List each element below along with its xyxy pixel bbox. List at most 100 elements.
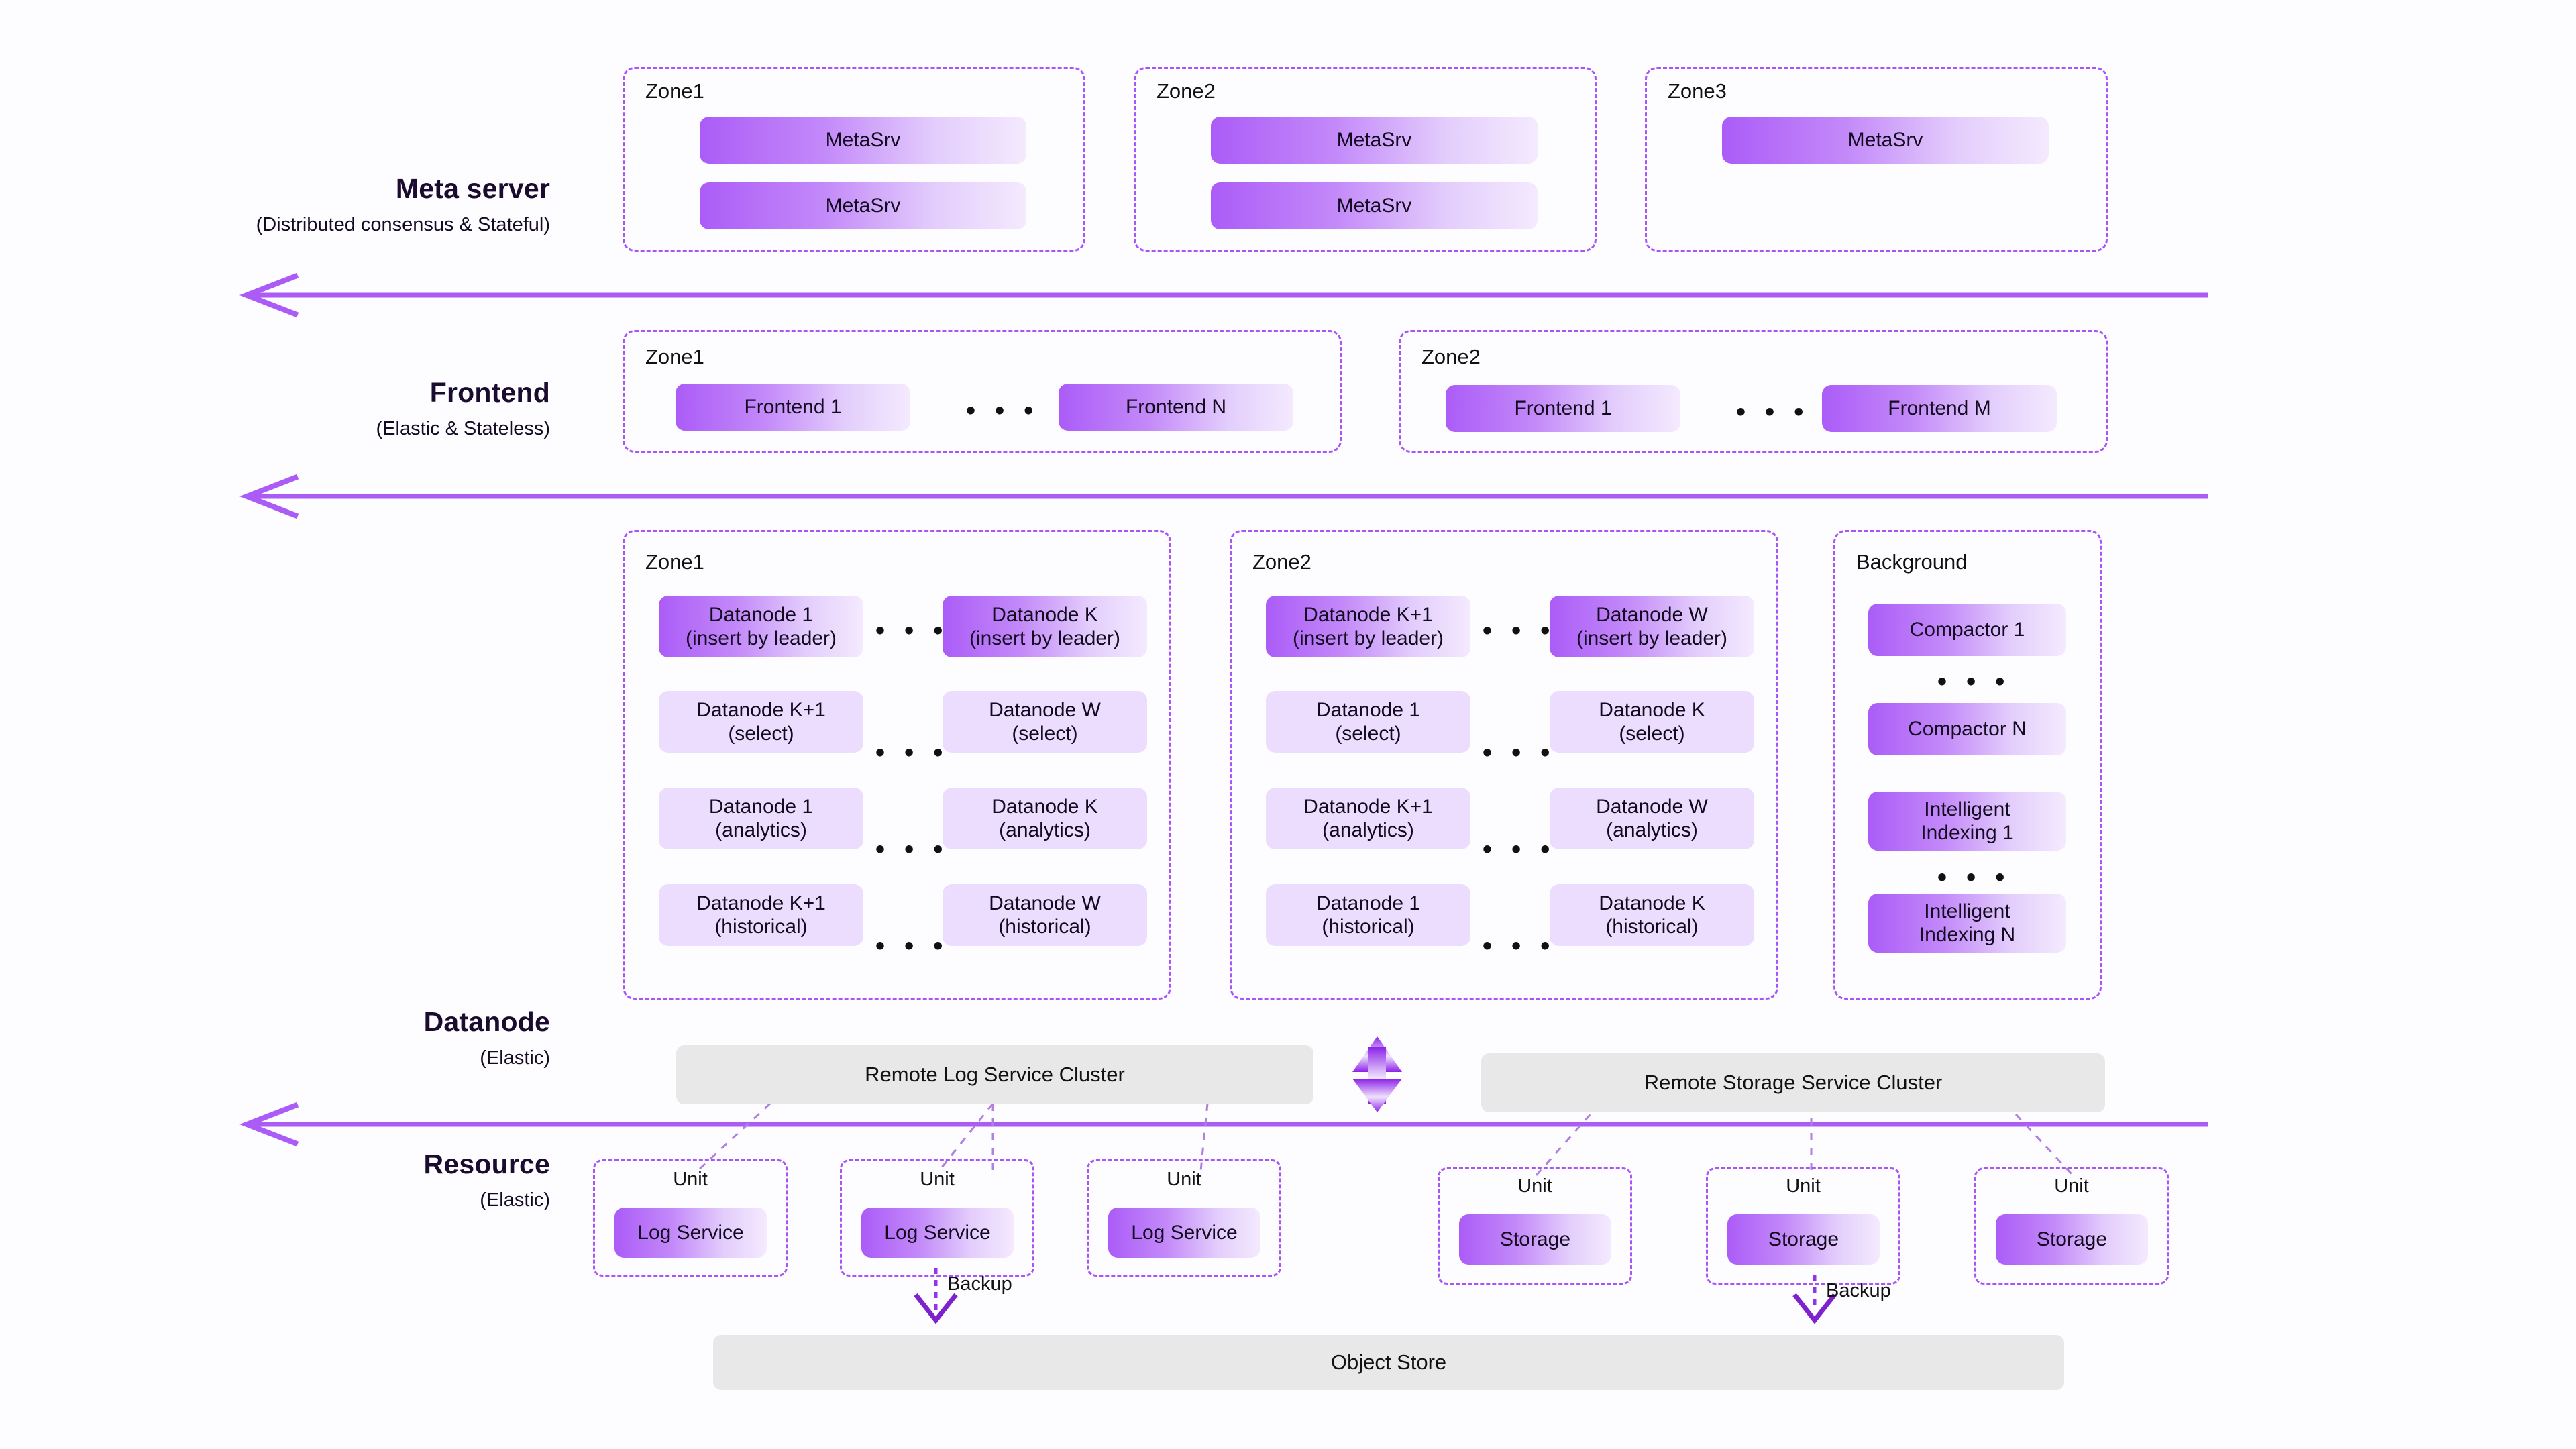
datanode-zone-2-title: Zone2 — [1252, 550, 1311, 574]
datanode-chip[interactable]: Datanode K+1 (select) — [659, 691, 863, 753]
meta-zone-1-title: Zone1 — [645, 79, 704, 103]
metasrv-node[interactable]: MetaSrv — [1211, 117, 1538, 164]
frontend-node-first[interactable]: Frontend 1 — [1446, 385, 1680, 432]
datanode-chip[interactable]: Datanode 1 (historical) — [1266, 884, 1470, 946]
storage-unit-3-title: Unit — [2054, 1175, 2089, 1197]
datanode-line1: Datanode K+1 — [696, 892, 826, 914]
datanode-line1: Datanode 1 — [708, 603, 814, 626]
metasrv-node[interactable]: MetaSrv — [1211, 182, 1538, 229]
datanode-line1: Datanode W — [1596, 603, 1708, 626]
intelligent-indexing-chip[interactable]: Intelligent Indexing N — [1868, 894, 2066, 953]
tier-title: Frontend — [429, 377, 550, 408]
datanode-chip[interactable]: Datanode K+1 (historical) — [659, 884, 863, 946]
log-unit-1 — [593, 1159, 788, 1277]
datanode-line2: (select) — [1012, 722, 1078, 745]
log-unit-3-title: Unit — [1167, 1169, 1201, 1190]
datanode-line2: (historical) — [1322, 916, 1415, 938]
datanode-chip[interactable]: Datanode W (historical) — [943, 884, 1147, 946]
meta-zone-3-title: Zone3 — [1668, 79, 1727, 103]
datanode-chip[interactable]: Datanode K+1 (insert by leader) — [1266, 596, 1470, 657]
tier-title: Resource — [423, 1148, 550, 1179]
background-ellipsis: • • • — [1937, 667, 2011, 696]
datanode-chip[interactable]: Datanode K (insert by leader) — [943, 596, 1147, 657]
backup-label-log: Backup — [947, 1273, 1012, 1295]
datanode-line1: Datanode K+1 — [1303, 603, 1433, 626]
datanode-line2: (insert by leader) — [1292, 627, 1444, 649]
meta-zone-2-title: Zone2 — [1157, 79, 1216, 103]
datanode-chip[interactable]: Datanode W (insert by leader) — [1550, 596, 1754, 657]
datanode-line1: Datanode K+1 — [1303, 795, 1433, 818]
datanode-line1: Datanode K — [1599, 892, 1705, 914]
datanode-chip[interactable]: Datanode K (analytics) — [943, 788, 1147, 849]
datanode-line2: (historical) — [714, 916, 808, 938]
datanode-line1: Datanode K — [991, 603, 1098, 626]
remote-log-service-cluster[interactable]: Remote Log Service Cluster — [676, 1045, 1313, 1104]
meta-zone-3 — [1645, 67, 2108, 252]
datanode-chip[interactable]: Datanode 1 (select) — [1266, 691, 1470, 753]
storage-chip[interactable]: Storage — [1727, 1214, 1880, 1265]
datanode-line2: (historical) — [998, 916, 1091, 938]
datanode-line1: Datanode 1 — [708, 795, 814, 818]
frontend-zone-2-title: Zone2 — [1421, 345, 1481, 368]
log-service-chip[interactable]: Log Service — [1108, 1208, 1260, 1258]
log-service-chip[interactable]: Log Service — [861, 1208, 1014, 1258]
compactor-chip[interactable]: Compactor N — [1868, 703, 2066, 755]
log-service-chip[interactable]: Log Service — [614, 1208, 767, 1258]
datanode-chip[interactable]: Datanode 1 (insert by leader) — [659, 596, 863, 657]
metasrv-node[interactable]: MetaSrv — [700, 117, 1026, 164]
datanode-line1: Datanode W — [989, 892, 1101, 914]
datanode-chip[interactable]: Datanode K (select) — [1550, 691, 1754, 753]
datanode-chip[interactable]: Datanode K+1 (analytics) — [1266, 788, 1470, 849]
background-zone — [1833, 530, 2102, 1000]
frontend-node-last[interactable]: Frontend M — [1822, 385, 2057, 432]
intelligent-indexing-chip[interactable]: Intelligent Indexing 1 — [1868, 792, 2066, 851]
metasrv-node[interactable]: MetaSrv — [700, 182, 1026, 229]
object-store-bar[interactable]: Object Store — [713, 1335, 2064, 1390]
storage-chip[interactable]: Storage — [1996, 1214, 2148, 1265]
frontend-ellipsis: • • • — [1736, 397, 1810, 427]
tier-subtitle: (Elastic & Stateless) — [376, 418, 550, 439]
datanode-ellipsis: • • • — [875, 738, 949, 767]
storage-unit-1-title: Unit — [1517, 1175, 1552, 1197]
datanode-chip[interactable]: Datanode W (select) — [943, 691, 1147, 753]
datanode-line1: Datanode K — [991, 795, 1098, 818]
backup-label-storage: Backup — [1826, 1280, 1891, 1301]
log-unit-3 — [1087, 1159, 1281, 1277]
datanode-line2: (insert by leader) — [969, 627, 1121, 649]
compactor-chip[interactable]: Compactor 1 — [1868, 604, 2066, 656]
datanode-chip[interactable]: Datanode K (historical) — [1550, 884, 1754, 946]
datanode-ellipsis: • • • — [1483, 738, 1556, 767]
frontend-node-first[interactable]: Frontend 1 — [676, 384, 910, 431]
datanode-line2: (analytics) — [1606, 819, 1698, 841]
tier-title: Datanode — [423, 1006, 550, 1037]
tier-arrow-frontend — [239, 474, 2208, 519]
datanode-chip[interactable]: Datanode 1 (analytics) — [659, 788, 863, 849]
datanode-line1: Datanode W — [989, 698, 1101, 721]
frontend-ellipsis: • • • — [966, 396, 1040, 425]
datanode-zone-1-title: Zone1 — [645, 550, 704, 574]
datanode-line1: Datanode 1 — [1316, 698, 1421, 721]
storage-chip[interactable]: Storage — [1459, 1214, 1611, 1265]
storage-unit-2-title: Unit — [1786, 1175, 1821, 1197]
datanode-line2: (analytics) — [999, 819, 1091, 841]
remote-storage-service-cluster[interactable]: Remote Storage Service Cluster — [1481, 1053, 2105, 1112]
frontend-zone-2 — [1399, 330, 2108, 453]
datanode-line2: (select) — [1335, 722, 1401, 745]
datanode-ellipsis: • • • — [1483, 835, 1556, 864]
datanode-zone-2 — [1230, 530, 1778, 1000]
datanode-line2: (historical) — [1605, 916, 1699, 938]
datanode-line2: (analytics) — [1322, 819, 1414, 841]
datanode-line1: Datanode W — [1596, 795, 1708, 818]
datanode-line2: (insert by leader) — [685, 627, 837, 649]
metasrv-node[interactable]: MetaSrv — [1722, 117, 2049, 164]
log-unit-2-title: Unit — [920, 1169, 955, 1190]
datanode-line2: (insert by leader) — [1576, 627, 1728, 649]
datanode-ellipsis: • • • — [1483, 931, 1556, 961]
frontend-node-last[interactable]: Frontend N — [1059, 384, 1293, 431]
meta-zone-1 — [623, 67, 1085, 252]
tier-subtitle: (Distributed consensus & Stateful) — [256, 214, 550, 235]
indexing-line2: Indexing N — [1919, 924, 2016, 946]
datanode-line1: Datanode K+1 — [696, 698, 826, 721]
datanode-chip[interactable]: Datanode W (analytics) — [1550, 788, 1754, 849]
